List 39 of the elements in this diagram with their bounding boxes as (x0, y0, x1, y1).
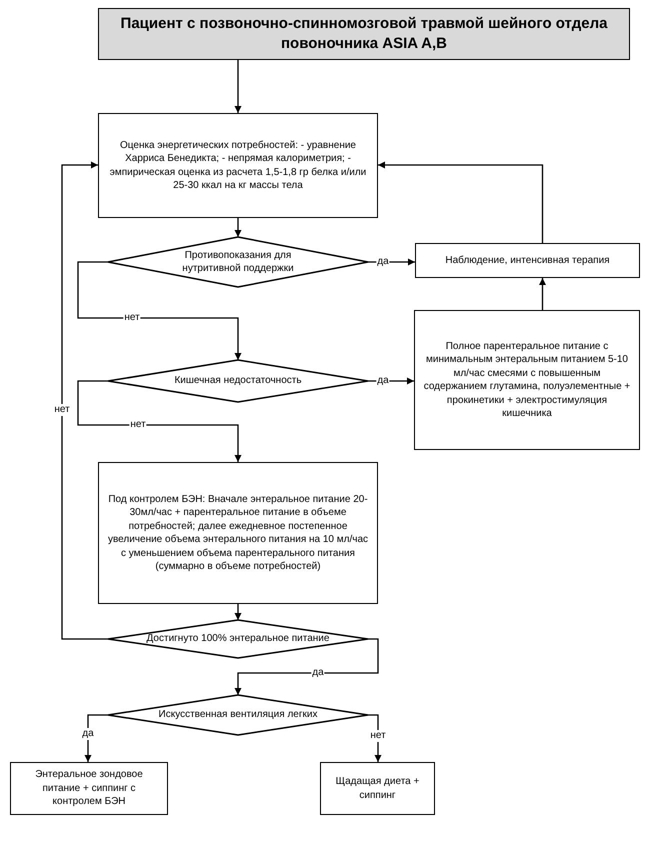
process-box (98, 113, 378, 218)
edge-label: да (376, 256, 390, 268)
edge-label: нет (53, 404, 71, 416)
arrow (368, 714, 382, 762)
node-text: Наблюдение, интенсивная терапия (445, 254, 610, 268)
edge-label: да (311, 667, 325, 679)
node-text: Пациент с позвоночно-спинномозговой травмой шейного отдела повоночника ASIA A,B (120, 14, 608, 54)
arrow (234, 218, 242, 237)
node-text: Под контролем БЭН: Вначале энтеральное питание 20-30мл/час + парентеральное питание в объеме потребностей; далее ежедневное постепенное увеличение объема энтерального питания на 10 мл/час с уменьшением объема парентерального питания (суммарно в объеме потребностей) (107, 492, 369, 574)
node-text: Кишечная недостаточность (174, 374, 302, 388)
edge-label: да (81, 728, 95, 740)
arrow (61, 162, 108, 640)
process-box (414, 310, 640, 450)
edge-label: да (376, 375, 390, 387)
node-text: Щадащая диета + сиппинг (334, 775, 420, 802)
arrow (77, 261, 242, 360)
node-text: Оценка энергетических потребностей: - уравнение Харриса Бенедикта; - непрямая калориметрия; - эмпирическая оценка из расчета 1,5-1,8 гр белка и/или 25-30 ккал на кг массы тела (108, 138, 368, 192)
arrow (77, 380, 242, 462)
process-box (320, 762, 435, 815)
node-text: Достигнуто 100% энтеральное питание (146, 632, 330, 646)
process-box (10, 762, 168, 815)
arrow (84, 714, 108, 762)
decision-diamond (108, 360, 368, 402)
arrow (539, 278, 546, 310)
decision-diamond (108, 620, 368, 658)
arrow (234, 638, 379, 695)
edge-label: нет (369, 730, 387, 742)
arrow (234, 60, 242, 113)
process-box (415, 243, 640, 278)
decision-diamond (108, 237, 368, 287)
process-box (98, 462, 378, 604)
node-text: Полное парентеральное питание с минимальным энтеральным питанием 5-10 мл/час смесями с повышенным содержанием глутамина, полуэлементные + прокинетики + электростимуляция кишечника (422, 340, 632, 420)
node-text: Противопоказания для нутритивной поддержки (181, 248, 295, 276)
arrow (234, 604, 242, 620)
title-box (98, 8, 630, 60)
arrow (378, 162, 544, 243)
node-text: Искусственная вентиляция легких (158, 708, 318, 722)
node-text: Энтеральное зондовое питание + сиппинг с контролем БЭН (34, 768, 144, 809)
decision-diamond (108, 695, 368, 735)
